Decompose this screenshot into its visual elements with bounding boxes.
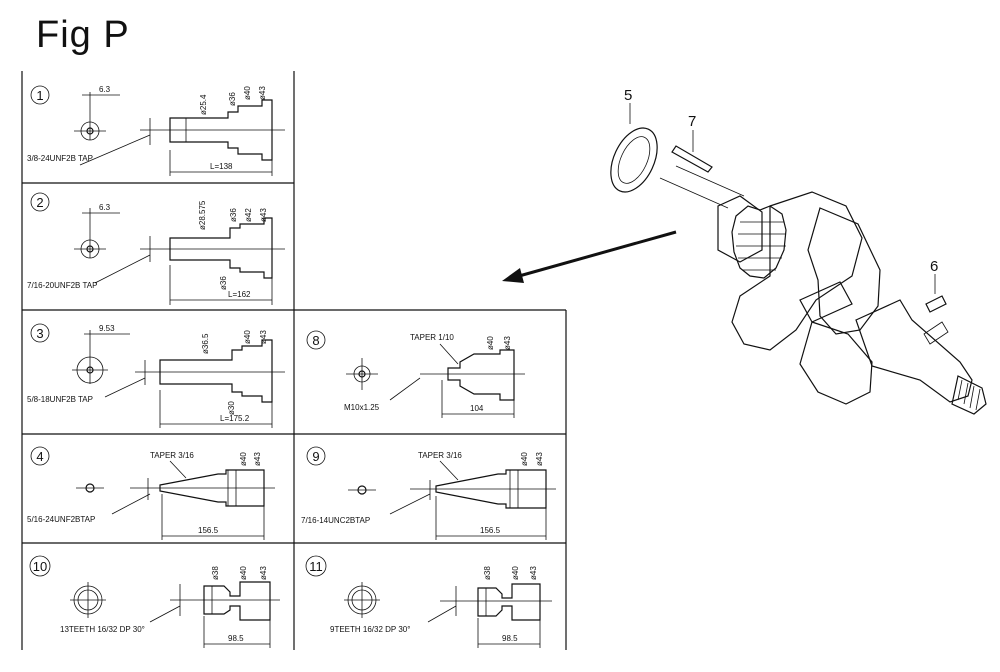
svg-text:ø40: ø40 [511,566,520,580]
offset-dim: 9.53 [99,324,115,333]
thread-label: 5/8-18UNF2B TAP [27,395,93,404]
svg-text:ø40: ø40 [520,452,529,466]
panel-2: 2 6.3 L=162 7/16-20UNF2B TAP ø28.575 ø36… [27,192,285,305]
panel-index: 8 [312,333,319,348]
thread-label: 9TEETH 16/32 DP 30° [330,625,410,634]
panel-index: 3 [36,326,43,341]
panel-index-circle [30,323,50,343]
thread-label: 3/8-24UNF2B TAP [27,154,93,163]
svg-text:ø36.5: ø36.5 [201,333,210,354]
callout-6: 6 [930,258,938,275]
panel-3: 3 9.53 L=175.2 5/8-18UNF2B TAP ø36.5 ø40… [27,323,285,428]
thread-label: 7/16-20UNF2B TAP [27,281,97,290]
svg-text:ø40: ø40 [243,330,252,344]
svg-text:ø36: ø36 [229,208,238,222]
svg-text:ø28.575: ø28.575 [198,200,207,230]
thread-label: 7/16-14UNC2BTAP [301,516,370,525]
washer-part-5 [610,127,658,193]
panel-8: 8 104 M10x1.25 TAPER 1/10 ø40 ø43 [306,330,525,418]
crank-web-1 [731,191,863,351]
panel-index-circle [30,446,50,466]
shaft-taper-lines [659,165,745,209]
length-dim: 156.5 [198,526,219,535]
panel-index-circle [306,446,326,466]
svg-text:ø38: ø38 [211,566,220,580]
panel-index-circle [30,192,50,212]
callout-5: 5 [624,87,632,104]
length-dim: L=175.2 [220,414,250,423]
panel-index-circle [305,555,327,577]
svg-text:ø38: ø38 [483,566,492,580]
crank-web-2 [799,321,873,405]
svg-text:ø43: ø43 [259,566,268,580]
shaft-profile [203,581,271,621]
svg-text:ø42: ø42 [244,208,253,222]
length-dim: L=162 [228,290,251,299]
panel-11: 11 98.5 9TEETH 16/32 DP 30° ø38 ø40 ø43 [305,555,552,648]
svg-text:ø30: ø30 [227,401,236,415]
svg-text:ø40: ø40 [239,566,248,580]
shaft-profile [477,583,541,621]
panel-index: 9 [312,449,319,464]
svg-text:ø43: ø43 [259,330,268,344]
panel-index: 2 [36,195,43,210]
length-dim: L=138 [210,162,233,171]
svg-text:ø40: ø40 [243,86,252,100]
panel-index: 1 [36,88,43,103]
taper-label: TAPER 1/10 [410,333,454,342]
svg-text:ø43: ø43 [253,452,262,466]
panel-1: 1 6.3 L=138 3/8-24UNF2B TAP ø25.4 ø36 ø4… [27,85,285,176]
svg-text:ø40: ø40 [486,336,495,350]
svg-text:ø25.4: ø25.4 [199,94,208,115]
offset-dim: 6.3 [99,85,111,94]
shaft-profile [447,349,515,401]
woodruff-key-part-6 [925,295,947,313]
svg-text:ø43: ø43 [535,452,544,466]
panel-4: 4 156.5 5/16-24UNF2BTAP TAPER 3/16 ø40 ø… [27,446,275,540]
panel-index-circle [30,85,50,105]
figure-title: Fig P [36,14,130,56]
threaded-tip [951,375,987,415]
svg-text:ø43: ø43 [503,336,512,350]
counterweight [807,207,881,335]
svg-text:ø43: ø43 [529,566,538,580]
crank-pin [799,281,853,323]
thread-label: M10x1.25 [344,403,380,412]
panel-index-circle [29,555,51,577]
svg-text:ø36: ø36 [228,92,237,106]
panel-index: 4 [36,449,43,464]
gear [731,205,787,279]
svg-text:ø36: ø36 [219,276,228,290]
length-dim: 98.5 [502,634,518,643]
callout-7: 7 [688,113,696,130]
shaft-profile [169,217,273,279]
panel-index: 11 [309,559,323,574]
key-part-7 [671,145,713,173]
offset-dim: 6.3 [99,203,111,212]
length-dim: 156.5 [480,526,501,535]
panel-10: 10 98.5 13TEETH 16/32 DP 30° ø38 ø40 ø43 [29,555,280,648]
main-shaft [855,299,973,403]
direction-arrow [502,230,677,283]
shaft-profile [159,339,273,403]
taper-label: TAPER 3/16 [150,451,194,460]
panel-index-circle [306,330,326,350]
crankshaft-illustration: 5 7 6 [610,87,987,415]
svg-text:ø43: ø43 [258,86,267,100]
thread-label: 5/16-24UNF2BTAP [27,515,95,524]
thread-label: 13TEETH 16/32 DP 30° [60,625,145,634]
length-dim: 104 [470,404,484,413]
taper-label: TAPER 3/16 [418,451,462,460]
svg-text:ø40: ø40 [239,452,248,466]
length-dim: 98.5 [228,634,244,643]
panel-index: 10 [33,559,47,574]
panel-9: 9 156.5 7/16-14UNC2BTAP TAPER 3/16 ø40 ø… [301,446,556,540]
keyway [923,321,949,345]
svg-text:ø43: ø43 [259,208,268,222]
grid-lines [21,71,567,650]
